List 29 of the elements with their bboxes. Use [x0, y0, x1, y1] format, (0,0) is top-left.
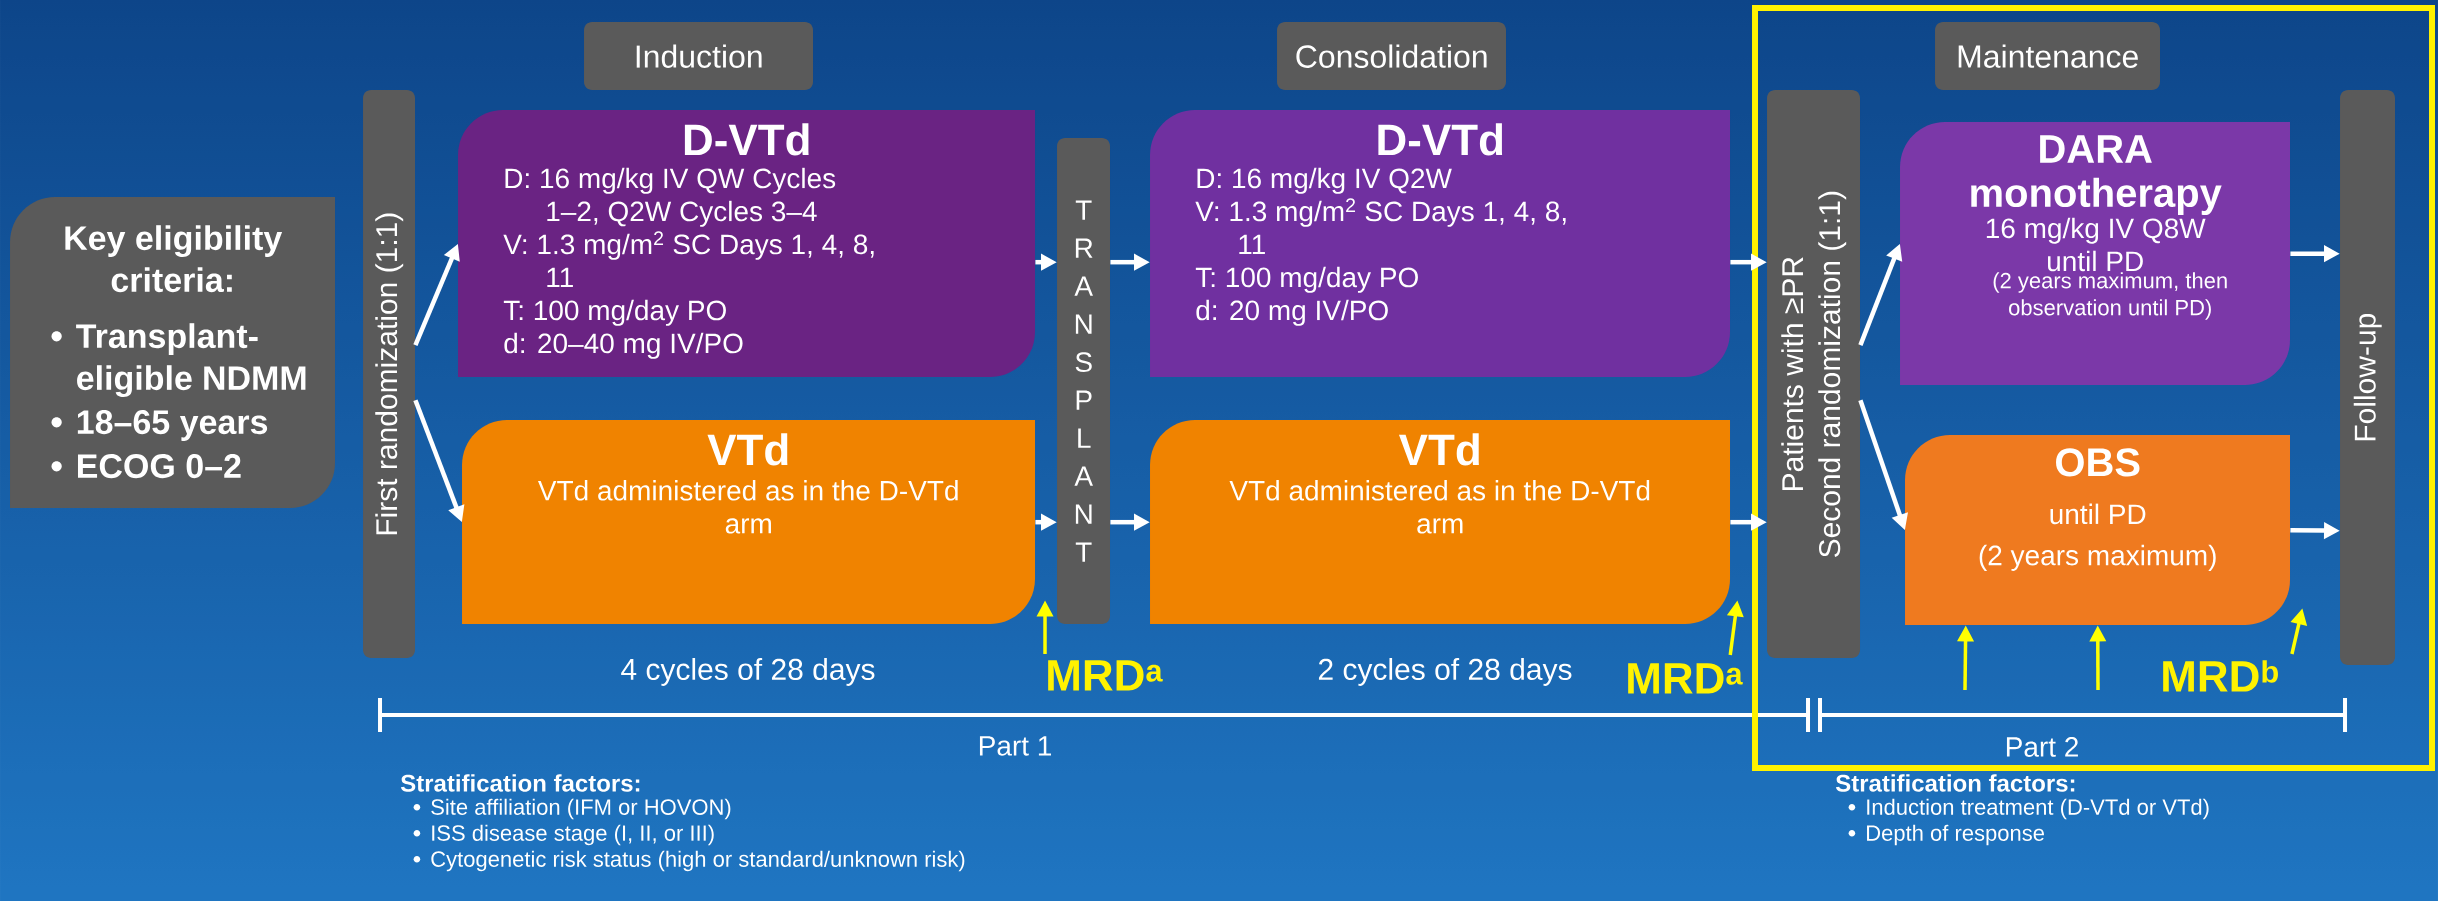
note-heading: Stratification factors: [400, 774, 640, 792]
bullet-item: Cytogenetic risk status (high or standard/unknown risk) [413, 850, 965, 872]
bullet-item: Depth of response [1848, 824, 2044, 846]
section-label: Part 1 [979, 736, 1051, 756]
bullet-item: ISS disease stage (I, II, or III) [413, 824, 714, 846]
mrd-label: MRD$^{a}$ [1628, 663, 1743, 694]
duration-label: 4 cycles of 28 days [621, 658, 875, 686]
mrd-label: MRD$^{b}$ [2163, 660, 2278, 692]
phase-tab: Induction [584, 22, 813, 90]
duration-label: 2 cycles of 28 days [1318, 658, 1572, 686]
eligibility-box: Key eligibility criteria: Transplant-eligible NDMM 18–65 years ECOG 0–2 [10, 197, 335, 508]
section-label: Part 2 [2006, 737, 2078, 757]
follow-up-bar: Follow-up [2340, 90, 2395, 665]
phase-tab: Consolidation [1277, 22, 1506, 90]
phase-tab: Maintenance [1935, 22, 2160, 90]
treatment-box: VTd VTd administered as in the D-VTd arm [1150, 420, 1730, 624]
randomization-bar: Patients with ≥PR Second randomization (1:1) [1767, 90, 1860, 658]
bullet-item: Induction treatment (D-VTd or VTd) [1848, 798, 2209, 820]
randomization-bar: First randomization (1:1) [363, 90, 415, 658]
treatment-box: DARA monotherapy 16 mg/kg IV Q8W until PD (2 years maximum, then observation until PD) [1900, 122, 2290, 385]
mrd-label: MRD$^{a}$ [1048, 660, 1163, 691]
treatment-box: VTd VTd administered as in the D-VTd arm [462, 420, 1035, 624]
bullet-item: Site affiliation (IFM or HOVON) [413, 798, 731, 820]
transplant-bar: TRANSPLANT [1057, 138, 1110, 624]
highlight-frame [1752, 5, 2435, 771]
treatment-box: D-VTd D: 16 mg/kg IV Q2W V: 1.3 mg/m$^{2}$ SC Days 1, 4, 8, 11 T: 100 mg/day PO d: 20 mg IV/PO [1150, 110, 1730, 377]
note-heading: Stratification factors: [1835, 774, 2075, 792]
treatment-box: OBS until PD (2 years maximum) [1905, 435, 2290, 625]
treatment-box: D-VTd D: 16 mg/kg IV QW Cycles 1–2, Q2W Cycles 3–4 V: 1.3 mg/m$^{2}$ SC Days 1, 4, 8, 11 T: 100 mg/day PO d: 20–40 mg IV/PO [458, 110, 1035, 377]
